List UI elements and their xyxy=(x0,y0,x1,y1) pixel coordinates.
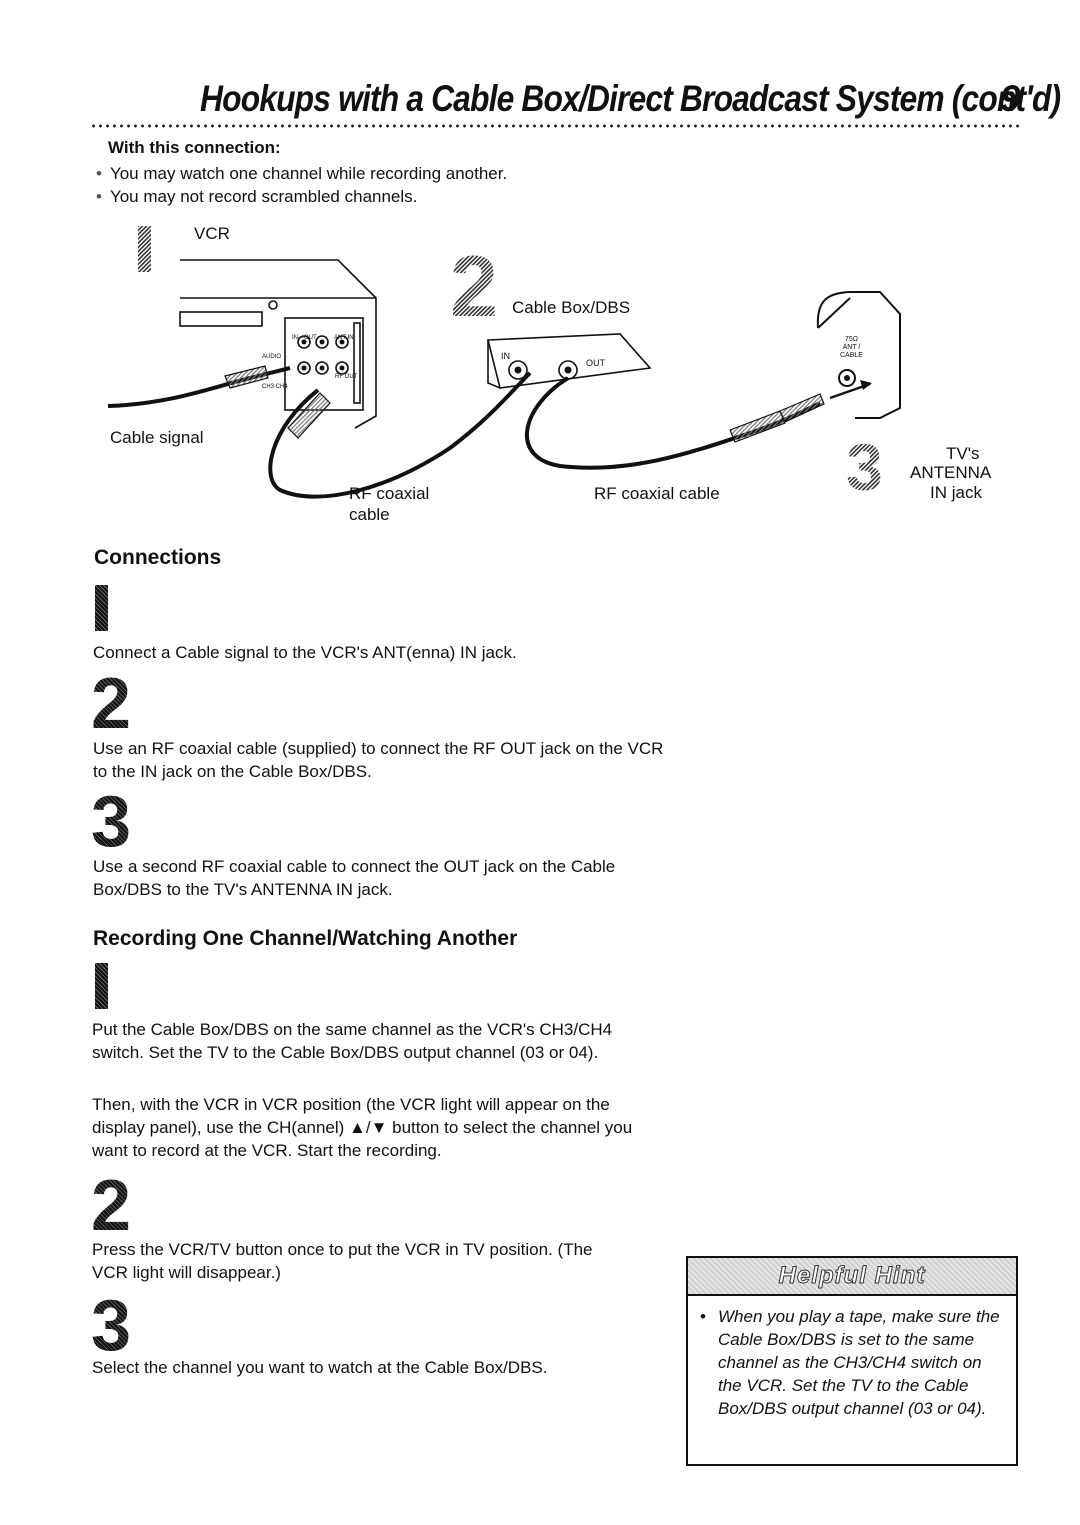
cable-box-label: Cable Box/DBS xyxy=(512,298,631,317)
tv-antenna-label-2: ANTENNA xyxy=(910,463,992,482)
connections-heading: Connections xyxy=(94,546,222,569)
vcr-jack-fills xyxy=(301,339,345,371)
connections-step-2-text: Use an RF coaxial cable (supplied) to co… xyxy=(93,739,664,781)
recording-step-1-text: Put the Cable Box/DBS on the same channe… xyxy=(92,1020,613,1062)
connections-step-3-number: 3 xyxy=(91,782,132,862)
tv-antenna-label-1: TV's xyxy=(946,444,980,463)
step3-number: 3 xyxy=(846,430,883,504)
vcr-rf-out-label: RF OUT xyxy=(335,374,358,380)
connections-step-1-number xyxy=(95,585,108,631)
rf-coaxial-label-1a: RF coaxial xyxy=(349,484,430,503)
recording-step-2-text: Press the VCR/TV button once to put the … xyxy=(92,1240,593,1282)
connections-step-3-text: Use a second RF coaxial cable to connect… xyxy=(93,857,616,899)
rf-plug-3 xyxy=(779,393,825,423)
box-out-label: OUT xyxy=(586,358,605,368)
with-connection-bullet-2: You may not record scrambled channels. xyxy=(96,185,417,208)
vcr-audio-label: AUDIO xyxy=(262,354,282,360)
vcr-illustration xyxy=(179,259,377,429)
recording-step-3-number: 3 xyxy=(91,1286,132,1366)
step1-number-bar xyxy=(138,226,151,272)
rf-plug-2 xyxy=(729,410,786,443)
recording-step-3-text: Select the channel you want to watch at … xyxy=(92,1358,548,1377)
cable-signal-label: Cable signal xyxy=(110,428,204,447)
cable-box-jack-fills xyxy=(514,366,572,374)
rf-coaxial-label-1b: cable xyxy=(349,505,390,524)
tv-antenna-jack xyxy=(838,369,856,387)
vcr-ant-in-label: ANT IN xyxy=(334,335,354,341)
rf-cable-1 xyxy=(268,371,532,499)
box-in-label: IN xyxy=(501,351,510,361)
cable-box-illustration xyxy=(486,333,652,389)
signal-arrowhead xyxy=(860,380,872,390)
connections-step-1-text: Connect a Cable signal to the VCR's ANT(… xyxy=(93,643,517,662)
dotted-divider xyxy=(90,124,1020,128)
helpful-hint-title: Helpful Hint xyxy=(778,1262,926,1290)
helpful-hint-text: When you play a tape, make sure the Cabl… xyxy=(688,1296,1016,1420)
helpful-hint-box: Helpful Hint When you play a tape, make … xyxy=(686,1256,1018,1466)
rf-plug-1 xyxy=(287,392,331,439)
with-connection-bullet-1: You may watch one channel while recordin… xyxy=(96,162,507,185)
connections-step-2-number: 2 xyxy=(91,664,132,744)
page-number: 9 xyxy=(1000,78,1021,119)
vcr-ch-label: CH3 CH4 xyxy=(262,384,288,390)
with-connection-heading: With this connection: xyxy=(108,138,281,157)
vcr-in-out-label: IN—OUT xyxy=(292,335,317,341)
recording-step-1-number xyxy=(95,963,108,1009)
tv-antenna-panel xyxy=(816,291,901,419)
tv-antenna-label-3: IN jack xyxy=(930,483,982,502)
page-title: Hookups with a Cable Box/Direct Broadcas… xyxy=(200,78,1061,119)
recording-step-2-number: 2 xyxy=(91,1166,132,1246)
step2-number: 2 xyxy=(450,239,498,335)
vcr-label: VCR xyxy=(194,224,230,243)
recording-step-1-text2: Then, with the VCR in VCR position (the … xyxy=(92,1095,633,1160)
recording-heading: Recording One Channel/Watching Another xyxy=(93,927,518,950)
hookup-diagram: 2 3 xyxy=(90,218,1030,528)
cable-signal-plug xyxy=(224,365,269,389)
rf-coaxial-label-2: RF coaxial cable xyxy=(594,484,720,503)
helpful-hint-header: Helpful Hint xyxy=(688,1258,1016,1296)
